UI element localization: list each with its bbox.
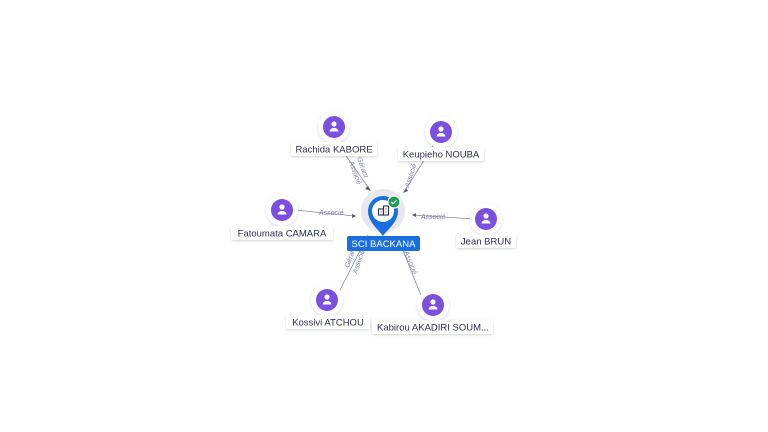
- person-icon: [436, 126, 446, 137]
- person-node-fatoumata[interactable]: Fatoumata CAMARA: [231, 194, 333, 240]
- person-name-fatoumata: Fatoumata CAMARA: [238, 229, 327, 240]
- person-name-jean: Jean BRUN: [461, 237, 511, 248]
- edge-arrow-fatoumata: [352, 214, 356, 218]
- person-name-kossivi: Kossivi ATCHOU: [292, 318, 364, 329]
- person-node-kabirou[interactable]: Kabirou AKADIRI SOUM...: [372, 289, 493, 334]
- edge-label-jean-1: Associé: [420, 214, 446, 221]
- person-icon: [322, 294, 332, 305]
- edge-arrow-keupieho: [403, 188, 408, 193]
- person-icon: [428, 299, 438, 310]
- person-node-jean[interactable]: Jean BRUN: [456, 203, 516, 248]
- person-name-kabirou: Kabirou AKADIRI SOUM...: [377, 323, 489, 334]
- edge-jean: [411, 214, 476, 220]
- person-name-rachida: Rachida KABORE: [295, 145, 372, 156]
- person-icon: [329, 121, 339, 132]
- person-name-keupieho: Keupieho NOUBA: [403, 150, 480, 161]
- edge-arrow-jean: [412, 213, 416, 217]
- person-icon: [277, 204, 287, 215]
- person-node-kossivi[interactable]: Kossivi ATCHOU: [286, 284, 370, 329]
- check-badge-icon: [387, 195, 401, 209]
- person-node-rachida[interactable]: Rachida KABORE: [291, 111, 377, 156]
- person-icon: [481, 213, 491, 224]
- person-node-keupieho[interactable]: Keupieho NOUBA: [398, 116, 484, 161]
- edge-label-fatoumata-1: Associé: [318, 210, 344, 217]
- edge-arrow-rachida: [365, 186, 371, 191]
- company-name: SCI BACKANA: [352, 239, 417, 250]
- edge-label-kabirou-1: Associé: [402, 249, 418, 275]
- edge-label-keupieho-1: Associé: [404, 163, 419, 190]
- building-icon: [377, 205, 390, 216]
- company-node[interactable]: SCI BACKANA: [347, 189, 420, 251]
- edge-fatoumata: [294, 209, 356, 217]
